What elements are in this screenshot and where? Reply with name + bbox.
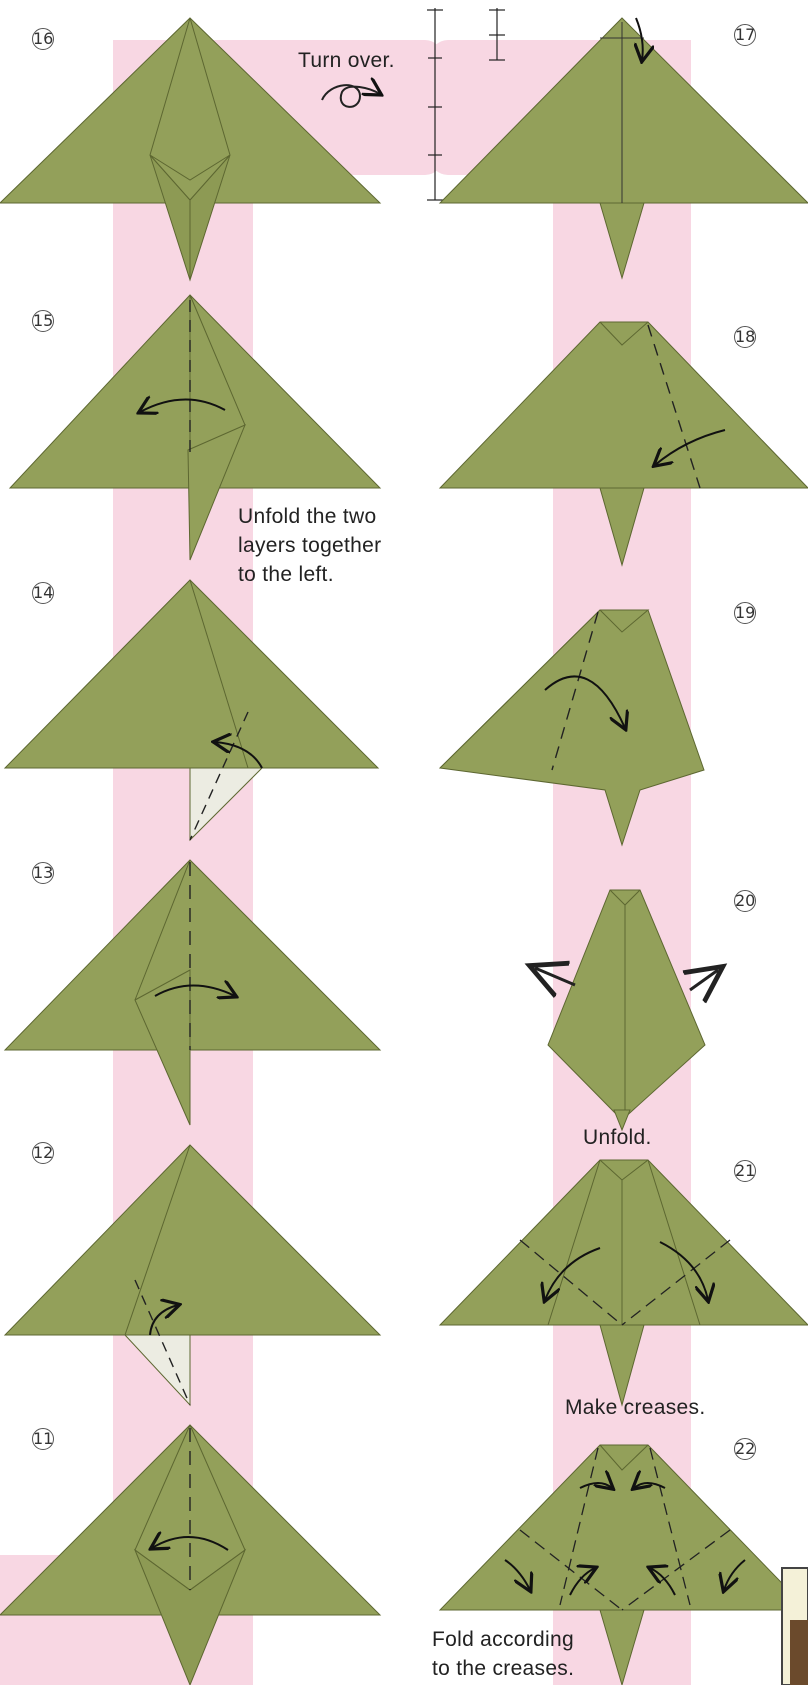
pink-band-left	[0, 40, 443, 1685]
step-number-11: 11	[32, 1428, 54, 1450]
caption-fold-according-line-2: to the creases.	[432, 1655, 574, 1683]
caption-make-creases: Make creases.	[565, 1394, 705, 1422]
step-number-15: 15	[32, 310, 54, 332]
step-number-17: 17	[734, 24, 756, 46]
step-21-diagram	[440, 1160, 808, 1405]
step-number-20: 20	[734, 890, 756, 912]
step-number-21: 21	[734, 1160, 756, 1182]
caption-unfold-layers-line-1: Unfold the two	[238, 503, 376, 531]
caption-unfold-layers-line-3: to the left.	[238, 561, 334, 589]
step-18-diagram	[440, 322, 808, 565]
photo-fragment	[782, 1568, 808, 1685]
step-number-19: 19	[734, 602, 756, 624]
pink-band-right	[430, 40, 691, 1685]
step-number-22: 22	[734, 1438, 756, 1460]
step-number-18: 18	[734, 326, 756, 348]
step-number-14: 14	[32, 582, 54, 604]
step-number-13: 13	[32, 862, 54, 884]
caption-unfold: Unfold.	[583, 1124, 652, 1152]
caption-unfold-layers-line-2: layers together	[238, 532, 381, 560]
step-14-diagram	[5, 580, 378, 840]
caption-turn-over: Turn over.	[298, 47, 395, 75]
caption-fold-according-line-1: Fold according	[432, 1626, 574, 1654]
step-number-16: 16	[32, 28, 54, 50]
step-20-arrow-right	[690, 970, 718, 990]
step-number-12: 12	[32, 1142, 54, 1164]
